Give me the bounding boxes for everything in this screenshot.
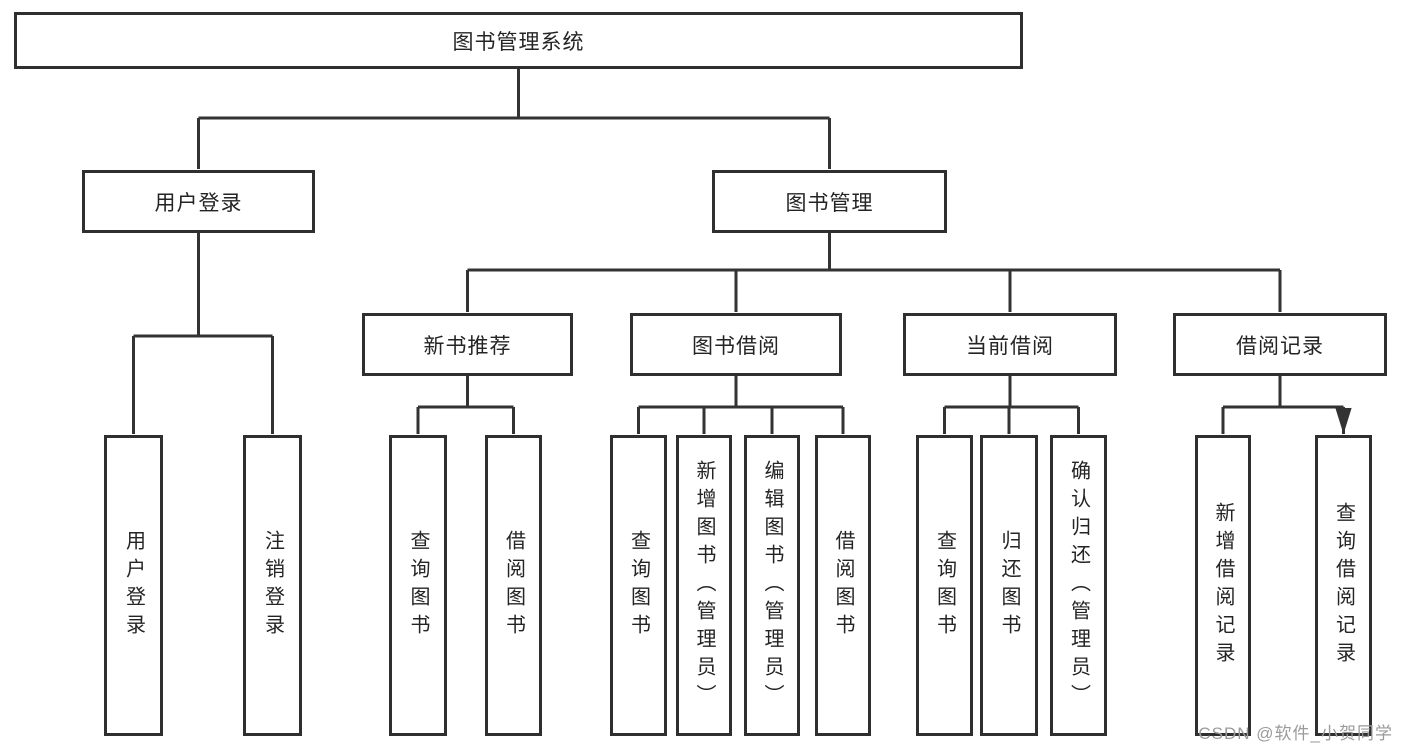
node-current-borrowing: 当前借阅 <box>903 313 1117 376</box>
leaf-add-borrow-record: 新增借阅记录 <box>1195 435 1251 736</box>
connector-spines <box>133 69 1344 409</box>
leaf-edit-book-admin: 编辑图书（管理员） <box>744 435 800 736</box>
leaf-query-borrow-record: 查询借阅记录 <box>1315 435 1372 736</box>
node-user-login: 用户登录 <box>82 170 315 233</box>
leaf-user-login: 用户登录 <box>104 435 163 736</box>
node-borrowing-records: 借阅记录 <box>1173 313 1387 376</box>
leaf-confirm-return-admin: 确认归还（管理员） <box>1050 435 1107 736</box>
node-new-book-recommendation: 新书推荐 <box>362 313 573 376</box>
leaf-logout: 注销登录 <box>243 435 302 736</box>
node-book-management: 图书管理 <box>712 170 947 233</box>
node-book-borrowing: 图书借阅 <box>630 313 842 376</box>
leaf-add-book-admin: 新增图书（管理员） <box>676 435 732 736</box>
leaf-borrow-books-borrowing: 借阅图书 <box>815 435 871 736</box>
leaf-query-books-current: 查询图书 <box>916 435 973 736</box>
leaf-borrow-books-recommend: 借阅图书 <box>485 435 542 736</box>
node-library-management-system: 图书管理系统 <box>14 12 1023 69</box>
connector-arrows <box>132 118 1344 434</box>
leaf-query-books-recommend: 查询图书 <box>389 435 447 736</box>
leaf-query-books-borrowing: 查询图书 <box>610 435 667 736</box>
leaf-return-books: 归还图书 <box>980 435 1038 736</box>
